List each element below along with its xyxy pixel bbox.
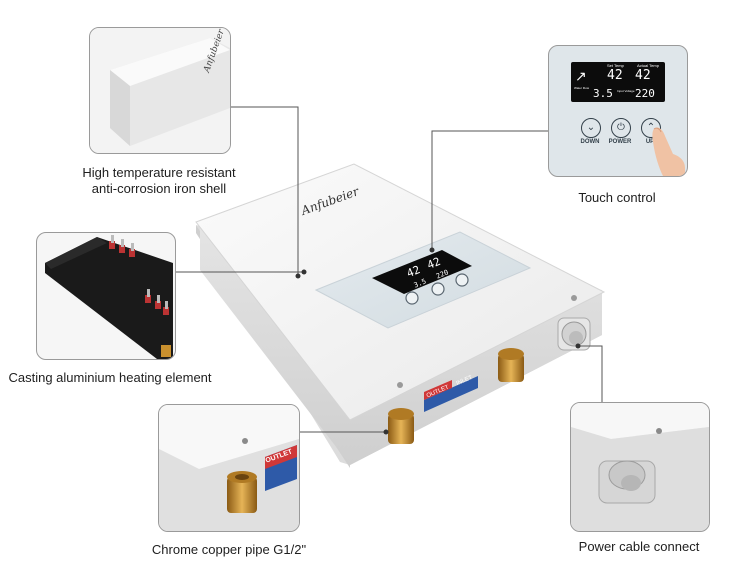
up-button[interactable]: ⌃ bbox=[641, 118, 661, 138]
set-temp-label: Set Temp bbox=[607, 63, 624, 68]
callout-touch-control: ↗ Set Temp Actual Temp 42 42 Water Flow … bbox=[548, 45, 688, 177]
actual-temp-label: Actual Temp bbox=[637, 63, 659, 68]
callout-copper-pipe: OUTLET bbox=[158, 404, 300, 532]
power-label: Input Voltage bbox=[617, 89, 635, 93]
label-heating-element: Casting aluminium heating element bbox=[8, 370, 212, 385]
unit-lcd-display: 42 42 3.5 220 bbox=[405, 255, 450, 290]
callout-heating-element bbox=[36, 232, 176, 360]
label-shell-line2: anti-corrosion iron shell bbox=[91, 181, 227, 196]
label-shell-line1: High temperature resistant bbox=[82, 165, 236, 180]
set-temp-value: 42 bbox=[607, 68, 623, 83]
label-cable-connect: Power cable connect bbox=[578, 539, 700, 554]
unit-actual-temp: 42 bbox=[425, 255, 442, 272]
actual-temp-value: 42 bbox=[635, 68, 651, 83]
flow-label: Water Flow bbox=[574, 86, 590, 90]
finger-icon bbox=[652, 127, 685, 176]
voltage-value: 220 bbox=[635, 87, 655, 100]
down-button[interactable]: ⌄ bbox=[581, 118, 601, 138]
down-button-label: DOWN bbox=[580, 139, 600, 145]
lcd-screen: ↗ Set Temp Actual Temp 42 42 Water Flow … bbox=[571, 62, 665, 102]
unit-set-temp: 42 bbox=[405, 263, 422, 280]
label-copper-pipe: Chrome copper pipe G1/2" bbox=[151, 542, 307, 557]
callout-cable-connect bbox=[570, 402, 710, 532]
shower-icon: ↗ bbox=[575, 68, 587, 84]
flow-value: 3.5 bbox=[593, 87, 613, 100]
up-button-label: UP bbox=[645, 139, 655, 145]
power-button[interactable]: ⏻ bbox=[611, 118, 631, 138]
callout-shell: Anfubeier bbox=[89, 27, 231, 154]
power-button-label: POWER bbox=[608, 139, 632, 145]
label-touch-control: Touch control bbox=[578, 190, 656, 205]
